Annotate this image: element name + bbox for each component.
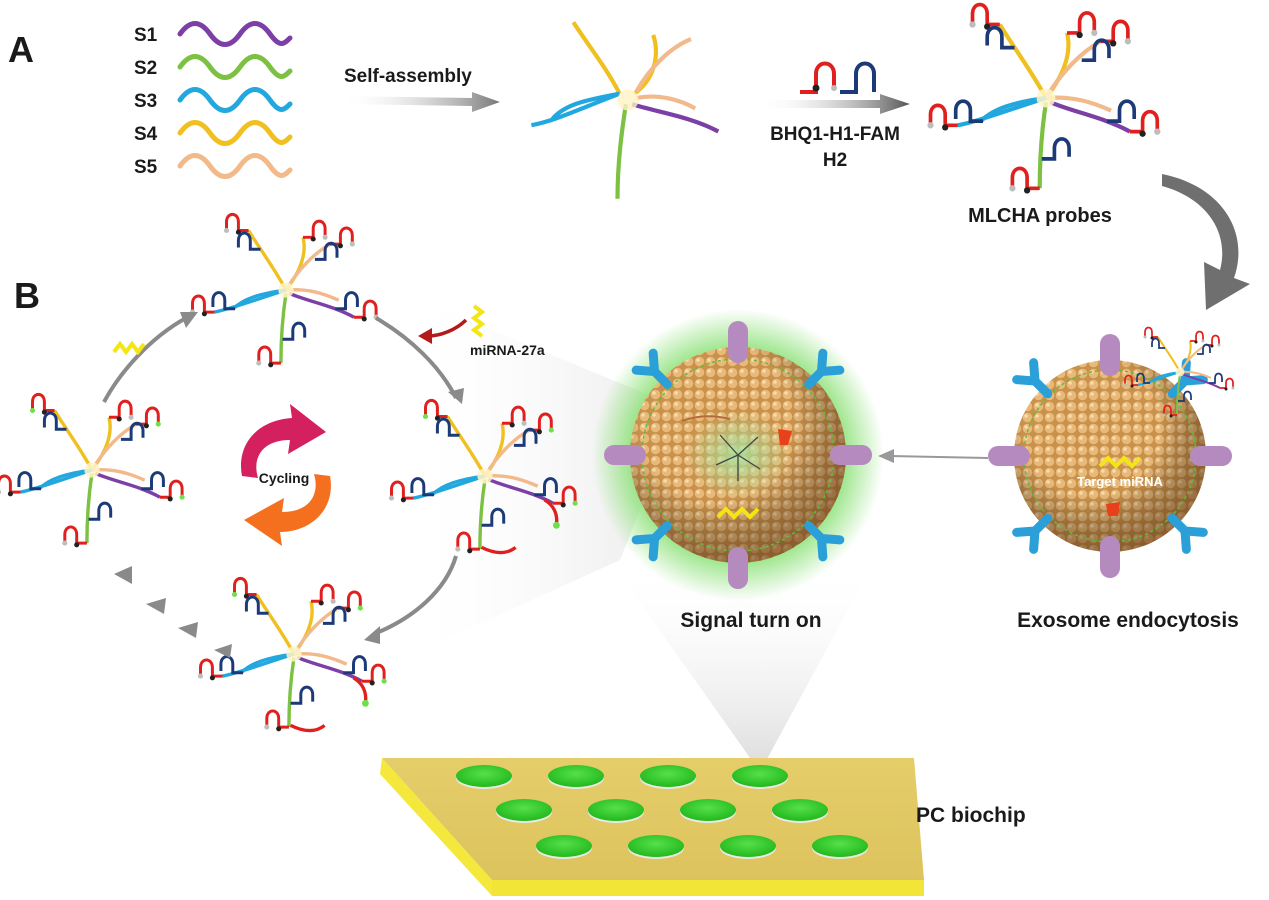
strand-wave-2 <box>177 54 293 80</box>
exosome-endocytosis <box>1014 360 1206 552</box>
h2-hairpin-icon <box>840 61 876 94</box>
strand-wave-3 <box>177 87 293 113</box>
panel-label-b: B <box>14 275 40 316</box>
self-assembly-arrow <box>340 92 500 112</box>
cycling-icon <box>241 404 331 546</box>
strand-label-3: S3 <box>134 91 157 112</box>
strand-wave-4 <box>177 120 293 146</box>
strand-label-1: S1 <box>134 25 158 46</box>
cycle-arrowheads <box>114 312 464 658</box>
probes-label: MLCHA probes <box>968 205 1112 227</box>
cycling-label: Cycling <box>259 470 310 486</box>
mlcha-probe-entering <box>1123 326 1235 418</box>
exosome-endocytosis-surface <box>988 334 1232 578</box>
pc-biochip <box>380 758 924 896</box>
self-assembly-label: Self-assembly <box>344 66 472 87</box>
strand-label-2: S2 <box>134 58 157 79</box>
biochip-label: PC biochip <box>916 804 1026 827</box>
cycle-probe-right <box>388 398 578 555</box>
mirna-squiggle-icon <box>112 340 146 356</box>
cycle-probe-top <box>189 212 379 368</box>
strand-wave-1 <box>177 21 293 47</box>
zoom-cone-left <box>400 292 680 660</box>
cycle-arrows <box>102 316 458 636</box>
strand-label-5: S5 <box>134 157 158 178</box>
mlcha-probe <box>927 2 1161 194</box>
zoom-cone-chip <box>610 560 875 772</box>
target-mirna-label: Target miRNA <box>1077 474 1163 489</box>
endocytosis-label: Exosome endocytosis <box>1017 609 1239 632</box>
cycle-probe-left <box>0 392 185 548</box>
panel-label-a: A <box>8 29 34 70</box>
hairpin-icons <box>800 61 876 94</box>
cycle-probe-bottom <box>197 576 387 733</box>
mirna-target-icon <box>470 304 486 338</box>
target-label: miRNA-27a <box>470 342 545 358</box>
exosome-signal-surface <box>604 321 872 589</box>
h1-hairpin-icon <box>800 61 836 94</box>
h2-label: H2 <box>823 150 847 171</box>
signal-label: Signal turn on <box>680 609 821 632</box>
released-probe-icon <box>715 434 761 481</box>
uptake-arrow <box>889 455 989 459</box>
transfer-arrow <box>1162 174 1250 310</box>
assembled-junction <box>531 21 720 199</box>
hybridization-arrow <box>760 94 910 114</box>
h1-label: BHQ1-H1-FAM <box>770 124 900 145</box>
strand-wave-5 <box>177 153 293 179</box>
strand-label-4: S4 <box>134 124 158 145</box>
